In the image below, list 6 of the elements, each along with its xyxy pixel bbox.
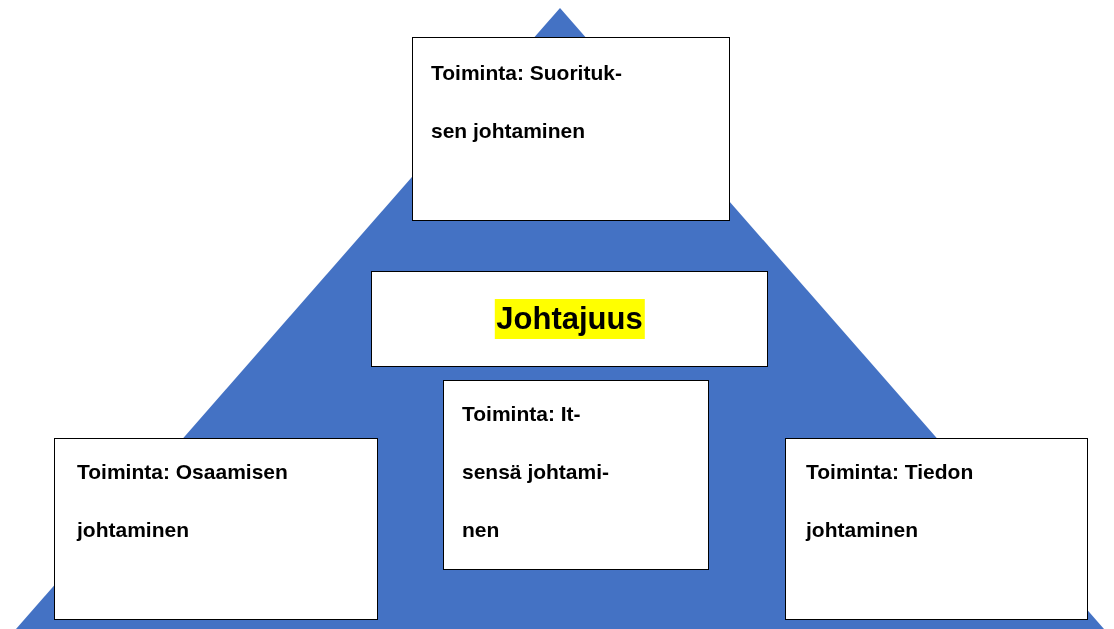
box-text: Toiminta: Osaamisen johtaminen — [77, 459, 289, 543]
box-text: Toiminta: Tiedon johtaminen — [806, 459, 975, 543]
box-text: Toiminta: It- sensä johtami- nen — [462, 401, 611, 543]
box-text: Toiminta: Suorituk- sen johtaminen — [431, 60, 623, 144]
highlighted-title: Johtajuus — [494, 299, 645, 339]
text-box — [371, 271, 768, 367]
